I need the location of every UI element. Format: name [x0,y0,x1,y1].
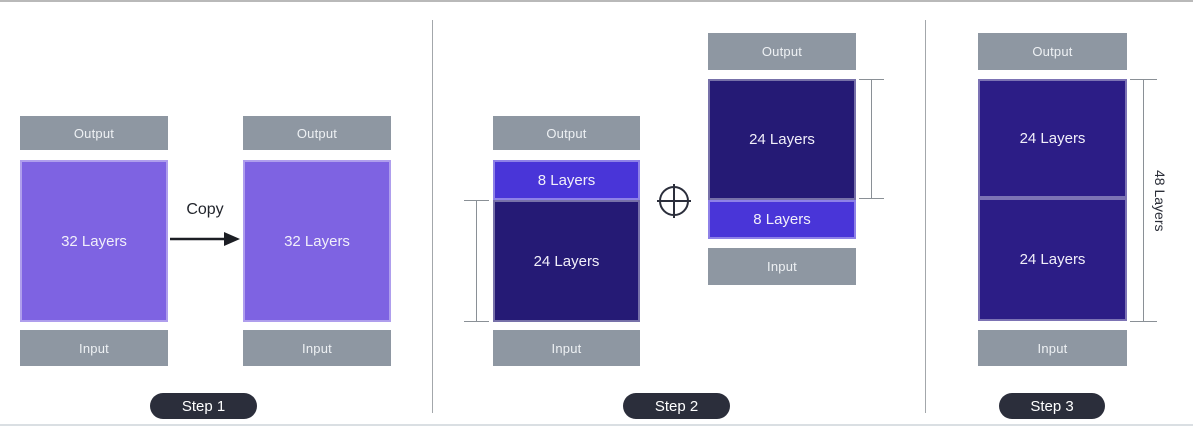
step1-model2-input-bar: Input [243,330,391,366]
input-label: Input [1037,340,1068,356]
block-label: 24 Layers [749,131,815,148]
circled-plus-icon [657,184,691,218]
block-label: 8 Layers [537,171,596,189]
step2-model1-24-layers-block: 24 Layers [493,200,640,322]
top-rule [0,0,1193,2]
step2-model1-input-bar: Input [493,330,640,366]
step3-model-24-layers-bottom-block: 24 Layers [978,198,1127,321]
step1-model1-input-bar: Input [20,330,168,366]
step3-badge: Step 3 [999,393,1105,419]
dimension-bracket-cap [1130,321,1157,322]
input-label: Input [551,340,582,356]
bottom-rule [0,424,1193,426]
dimension-bracket-cap [859,198,884,199]
step2-model2-output-bar: Output [708,33,856,70]
step3-model-input-bar: Input [978,330,1127,366]
block-label: 24 Layers [1019,251,1086,268]
step2-model2-input-bar: Input [708,248,856,285]
step2-model1-8-layers-block: 8 Layers [493,160,640,200]
step1-model1-output-bar: Output [20,116,168,150]
step3-model-24-layers-top-block: 24 Layers [978,79,1127,198]
step1-model1-32-layers-block: 32 Layers [20,160,168,322]
step2-model2-8-layers-block: 8 Layers [708,200,856,239]
dimension-bracket-cap [464,200,489,201]
step3-model-output-bar: Output [978,33,1127,70]
block-label: 24 Layers [1019,130,1086,147]
dimension-bracket-cap [1130,79,1157,80]
input-label: Input [79,340,109,356]
output-label: Output [761,44,803,59]
step2-model2-24-layers-block: 24 Layers [708,79,856,200]
panel-divider-2 [925,20,926,413]
copy-arrow-icon [170,232,240,246]
block-label: 32 Layers [284,232,350,250]
output-label: Output [546,125,587,141]
dimension-bracket-cap [464,321,489,322]
output-label: Output [1032,44,1073,59]
output-label: Output [73,125,115,141]
block-label: 8 Layers [753,211,811,228]
dimension-bracket [476,200,477,322]
total-layers-label: 48 Layers [1152,169,1168,232]
dimension-bracket-cap [859,79,884,80]
step1-badge: Step 1 [150,393,257,419]
input-label: Input [767,259,797,274]
step1-model2-output-bar: Output [243,116,391,150]
input-label: Input [302,340,332,356]
output-label: Output [296,125,338,141]
step2-model1-output-bar: Output [493,116,640,150]
step2-badge: Step 2 [623,393,730,419]
block-label: 24 Layers [533,252,600,270]
step1-model2-32-layers-block: 32 Layers [243,160,391,322]
panel-divider-1 [432,20,433,413]
dimension-bracket [1143,79,1144,322]
block-label: 32 Layers [61,232,127,250]
copy-label: Copy [186,201,224,218]
dimension-bracket [871,79,872,199]
